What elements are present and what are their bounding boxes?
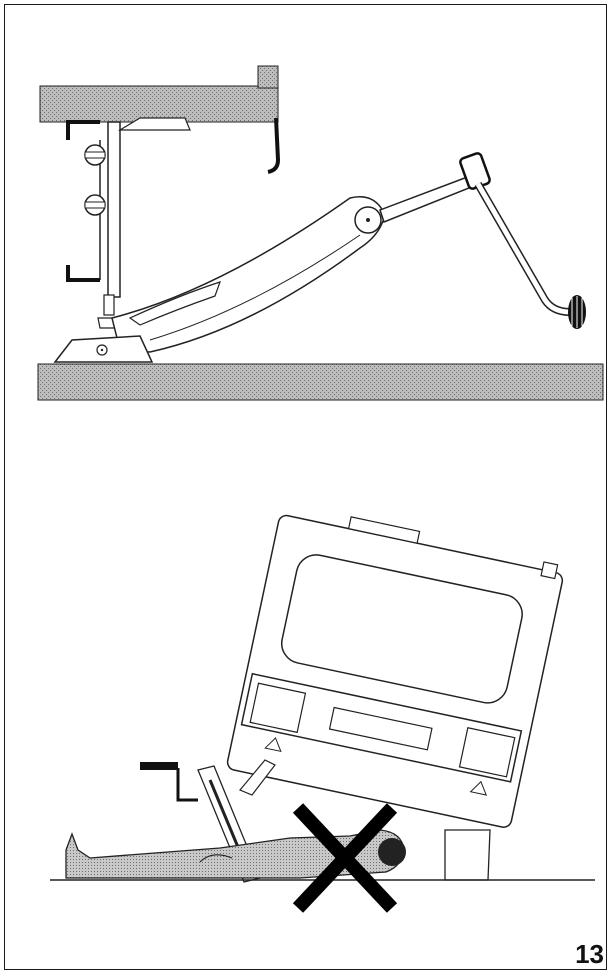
trolley-jack-arm	[111, 196, 386, 353]
ground	[37, 363, 604, 401]
jack-foot-base	[53, 335, 154, 363]
page-number: 13	[575, 939, 604, 969]
person-under-vehicle	[65, 829, 406, 879]
warning-figure	[50, 514, 595, 913]
page-frame	[4, 4, 607, 970]
rear-wheel-support	[444, 829, 491, 881]
prohibition-x-icon	[292, 803, 398, 913]
jack-handle	[379, 152, 586, 329]
raised-vehicle-rear	[226, 514, 564, 828]
jack-mounting-figure	[37, 65, 604, 401]
jack-hook-bracket	[66, 117, 191, 329]
axle-strut	[239, 759, 276, 796]
